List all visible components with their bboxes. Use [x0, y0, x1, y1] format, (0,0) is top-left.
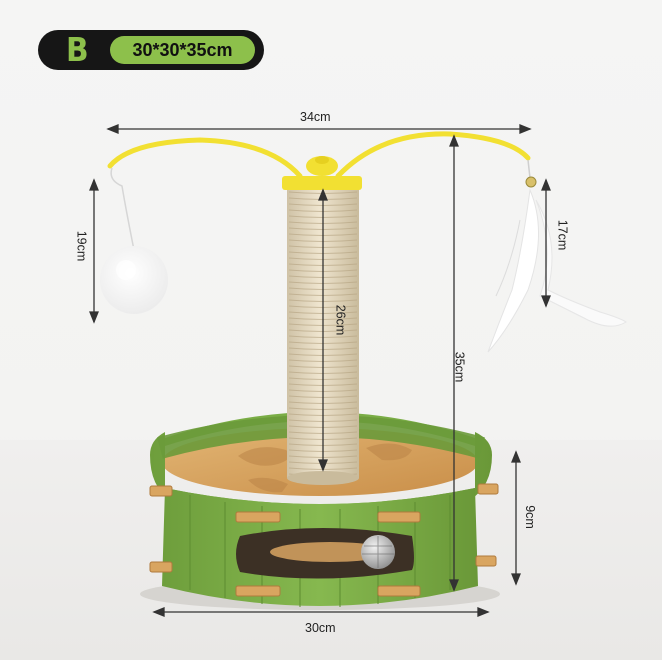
wood-tab [149, 485, 173, 497]
platform-cutout-shapes [238, 443, 412, 493]
dimension-left-toy-drop: 19cm [74, 230, 89, 262]
toy-arm [335, 131, 531, 179]
wood-tab [235, 585, 281, 597]
bell-icon [525, 176, 537, 188]
wood-tab [149, 561, 173, 573]
toy-string [110, 167, 135, 251]
wood-tab [477, 483, 499, 495]
size-label: 30*30*35cm [132, 40, 233, 60]
dimension-base-width: 30cm [305, 621, 336, 635]
pom-pom-toy [100, 246, 168, 314]
dimension-right-toy-drop: 17cm [555, 219, 570, 251]
wood-tab [475, 555, 497, 567]
wood-tab [377, 585, 421, 597]
feather-toy [487, 188, 540, 353]
dimension-top-width: 34cm [300, 110, 331, 124]
wood-tab [235, 511, 281, 523]
toy-arm [107, 137, 303, 179]
dimension-total-height: 35cm [452, 351, 467, 383]
size-pill [110, 36, 255, 64]
post-cap [282, 176, 362, 190]
dimension-post-height: 26cm [333, 304, 348, 336]
variant-letter: B [66, 30, 89, 69]
wood-tab [377, 511, 421, 523]
dimension-base-height: 9cm [522, 505, 537, 529]
